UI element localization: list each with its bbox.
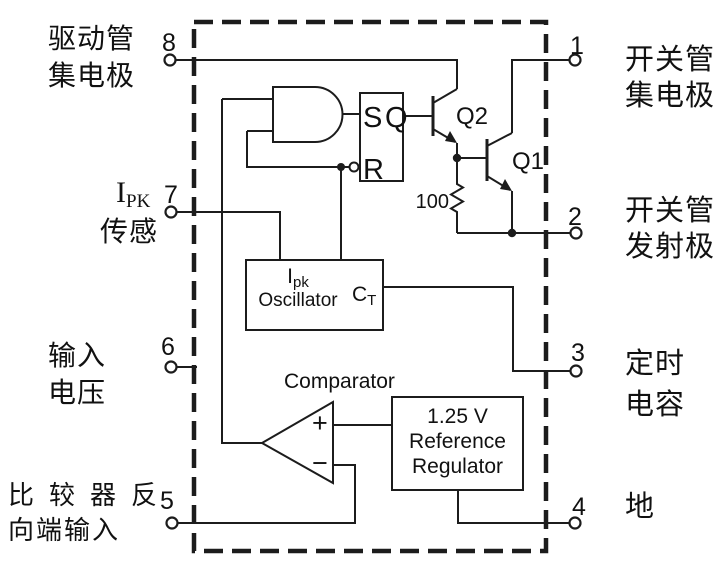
wire-comparator-to-and — [221, 99, 262, 444]
reference-line2: Reference — [409, 430, 506, 453]
wire-ct-pin3 — [383, 286, 570, 372]
pin1-label-line1: 开关管 — [625, 44, 716, 76]
latch-r-label: R — [363, 154, 384, 186]
pin6-label-line2: 电压 — [48, 377, 107, 408]
comparator-plus-sign: + — [312, 408, 328, 438]
comparator-minus-sign: − — [312, 448, 328, 478]
sr-latch-box — [359, 92, 404, 182]
wire-pin8 — [176, 59, 458, 89]
pin-terminals — [163, 53, 583, 530]
ipk-main: I — [116, 176, 126, 209]
pin5-label: 比较器反 向端输入 — [8, 478, 172, 548]
pin2-number: 2 — [568, 203, 582, 231]
pin1-label: 开关管 集电极 — [625, 42, 715, 114]
pin8-label: 驱动管 集电极 — [48, 20, 135, 94]
pin7-label-ipk: IPK — [116, 176, 150, 213]
pin8-terminal — [163, 53, 177, 67]
pin4-number: 4 — [572, 493, 586, 521]
pin1-label-line2: 集电极 — [625, 80, 716, 112]
comparator-triangle — [259, 400, 334, 485]
pin7-number: 7 — [164, 181, 178, 209]
ic-boundary — [191, 19, 549, 554]
pin3-label-line2: 电容 — [625, 389, 686, 421]
pin8-label-line2: 集电极 — [48, 60, 136, 91]
pin6-terminal — [164, 360, 178, 374]
pin7-terminal — [164, 205, 178, 219]
latch-q-label: Q — [385, 102, 408, 134]
ct-subscript: T — [367, 292, 377, 309]
r-bubble — [348, 161, 360, 173]
q2-label: Q2 — [456, 103, 489, 130]
and-gate — [222, 86, 360, 143]
oscillator-pk-subscript: pk — [293, 274, 309, 291]
wire-pin7 — [177, 211, 281, 260]
wire-pin4 — [457, 490, 569, 524]
pin6-number: 6 — [161, 333, 175, 361]
pin4-label: 地 — [625, 491, 656, 523]
ipk-subscript: PK — [126, 191, 151, 212]
pin1-number: 1 — [570, 32, 584, 60]
resistor-100 — [449, 158, 465, 233]
pin2-label-line2: 发射极 — [625, 231, 716, 263]
pin7-label-line2: 传感 — [100, 216, 159, 247]
wire-r-to-and — [246, 131, 341, 168]
pin5-label-line1: 比较器反 — [8, 480, 173, 510]
transistor-q2 — [431, 88, 458, 158]
pin2-terminal — [569, 226, 583, 240]
pin8-number: 8 — [162, 29, 176, 57]
oscillator-box — [245, 259, 384, 331]
resistor-value: 100 — [415, 191, 449, 213]
pin3-terminal — [569, 364, 583, 378]
reference-line1: 1.25 V — [427, 405, 488, 428]
ct-main: C — [352, 283, 368, 306]
oscillator-ipk: Ipk — [246, 265, 350, 291]
wire-minus-pin5 — [178, 464, 356, 524]
pin2-label: 开关管 发射极 — [625, 193, 715, 265]
q1-label: Q1 — [512, 148, 545, 175]
oscillator-name: Oscillator — [258, 290, 338, 311]
pin3-number: 3 — [571, 339, 585, 367]
pin4-terminal — [568, 516, 582, 530]
pin1-terminal — [568, 53, 582, 67]
pin8-label-line1: 驱动管 — [48, 23, 136, 54]
reference-line3: Regulator — [411, 455, 504, 478]
pin2-label-line1: 开关管 — [625, 195, 716, 227]
q2-emitter-arrow — [445, 131, 457, 143]
junction-dots — [337, 131, 517, 238]
pin6-label: 输入 电压 — [48, 337, 106, 411]
oscillator-i: I — [287, 265, 293, 288]
oscillator-ct: CT — [352, 283, 376, 309]
q1-emitter-arrow — [500, 179, 512, 191]
reference-label: 1.25 V Reference Regulator — [392, 404, 523, 479]
comparator-label: Comparator — [284, 370, 395, 393]
pin5-number: 5 — [160, 487, 174, 515]
latch-s-label: S — [363, 102, 383, 134]
pin6-label-line1: 输入 — [48, 340, 107, 371]
wire-pin1 — [511, 59, 569, 133]
pin5-label-line2: 向端输入 — [8, 515, 121, 545]
pin5-terminal — [165, 516, 179, 530]
pin3-label: 定时 电容 — [625, 344, 685, 426]
pin3-label-line1: 定时 — [625, 348, 686, 380]
